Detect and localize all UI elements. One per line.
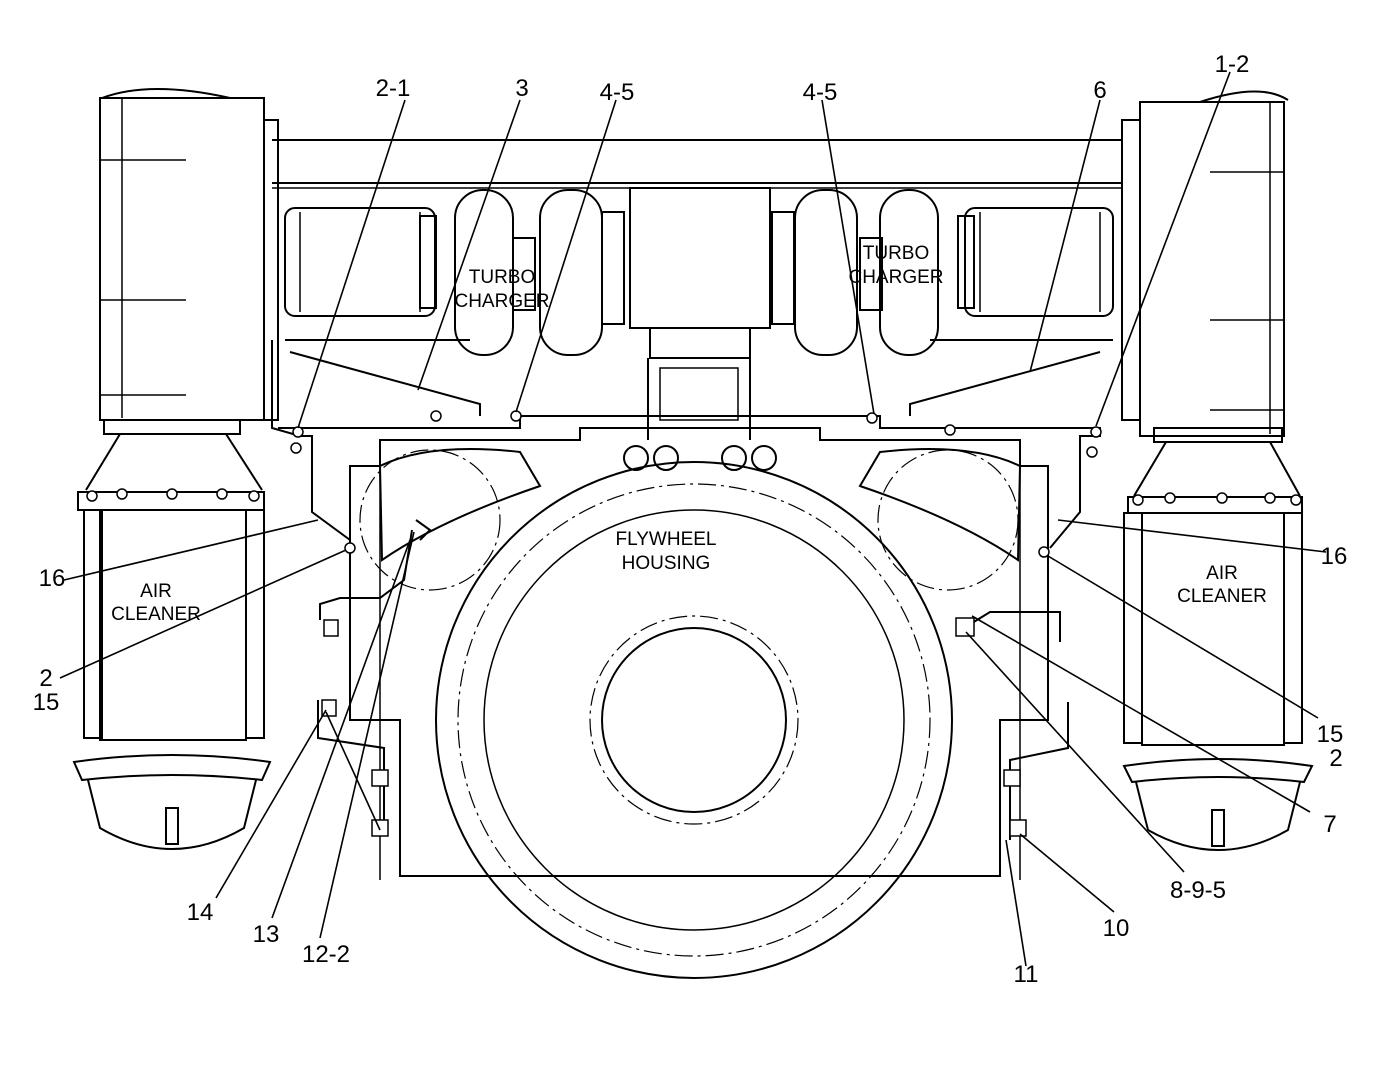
center-turbo-coupling [629,187,771,440]
turbocharger-right [771,189,1114,356]
svg-text:TURBO: TURBO [469,267,536,288]
label-turbocharger-right: TURBO CHARGER [848,243,943,288]
callout-16-right: 16 [1321,543,1348,570]
callout-7: 7 [1323,811,1336,838]
callouts: 2-1 3 4-5 4-5 6 1-2 16 2 15 16 15 2 7 8-… [33,51,1348,988]
callout-11: 11 [1014,961,1039,988]
callout-2-1: 2-1 [376,75,411,102]
callout-6: 6 [1093,77,1106,104]
intake-housing-left [85,88,279,491]
callout-2-right: 2 [1329,745,1342,772]
callout-1-2: 1-2 [1215,51,1250,78]
callout-10: 10 [1103,915,1130,942]
air-cleaner-left-body [72,491,272,850]
callout-16-left: 16 [39,565,66,592]
oil-line-left-lower [317,519,432,836]
callout-4-5-right: 4-5 [803,79,838,106]
air-cleaner-right-body [1122,496,1314,851]
label-air-cleaner-right: AIR CLEANER [1177,563,1267,607]
label-flywheel-housing: FLYWHEEL HOUSING [615,529,716,574]
svg-text:CLEANER: CLEANER [111,604,201,625]
callout-14: 14 [187,899,214,926]
callout-15-left: 15 [33,689,60,716]
callout-2-left: 2 [39,665,52,692]
leader-lines [59,71,1327,967]
callout-8-9-5: 8-9-5 [1170,877,1226,904]
oil-line-right-lower [963,611,1069,840]
intake-housing-right [1121,90,1301,497]
label-air-cleaner-left: AIR CLEANER [111,581,201,625]
callout-15-right: 15 [1317,721,1344,748]
svg-text:AIR: AIR [140,581,172,602]
svg-text:AIR: AIR [1206,563,1238,584]
crossover-tube [272,139,1122,189]
flywheel-housing [359,449,1019,979]
turbocharger-left [284,189,625,356]
svg-text:HOUSING: HOUSING [622,553,711,574]
callout-4-5-left: 4-5 [600,79,635,106]
oil-line-top-bracket [271,340,1101,549]
svg-text:FLYWHEEL: FLYWHEEL [615,529,716,550]
callout-13: 13 [253,921,280,948]
svg-text:TURBO: TURBO [863,243,930,264]
svg-text:CHARGER: CHARGER [848,267,943,288]
engine-block [349,427,1049,880]
bolts [86,410,1302,837]
callout-3: 3 [515,75,528,102]
svg-text:CHARGER: CHARGER [454,291,549,312]
svg-text:CLEANER: CLEANER [1177,586,1267,607]
callout-12-2: 12-2 [302,941,350,968]
label-turbocharger-left: TURBO CHARGER [454,267,549,312]
